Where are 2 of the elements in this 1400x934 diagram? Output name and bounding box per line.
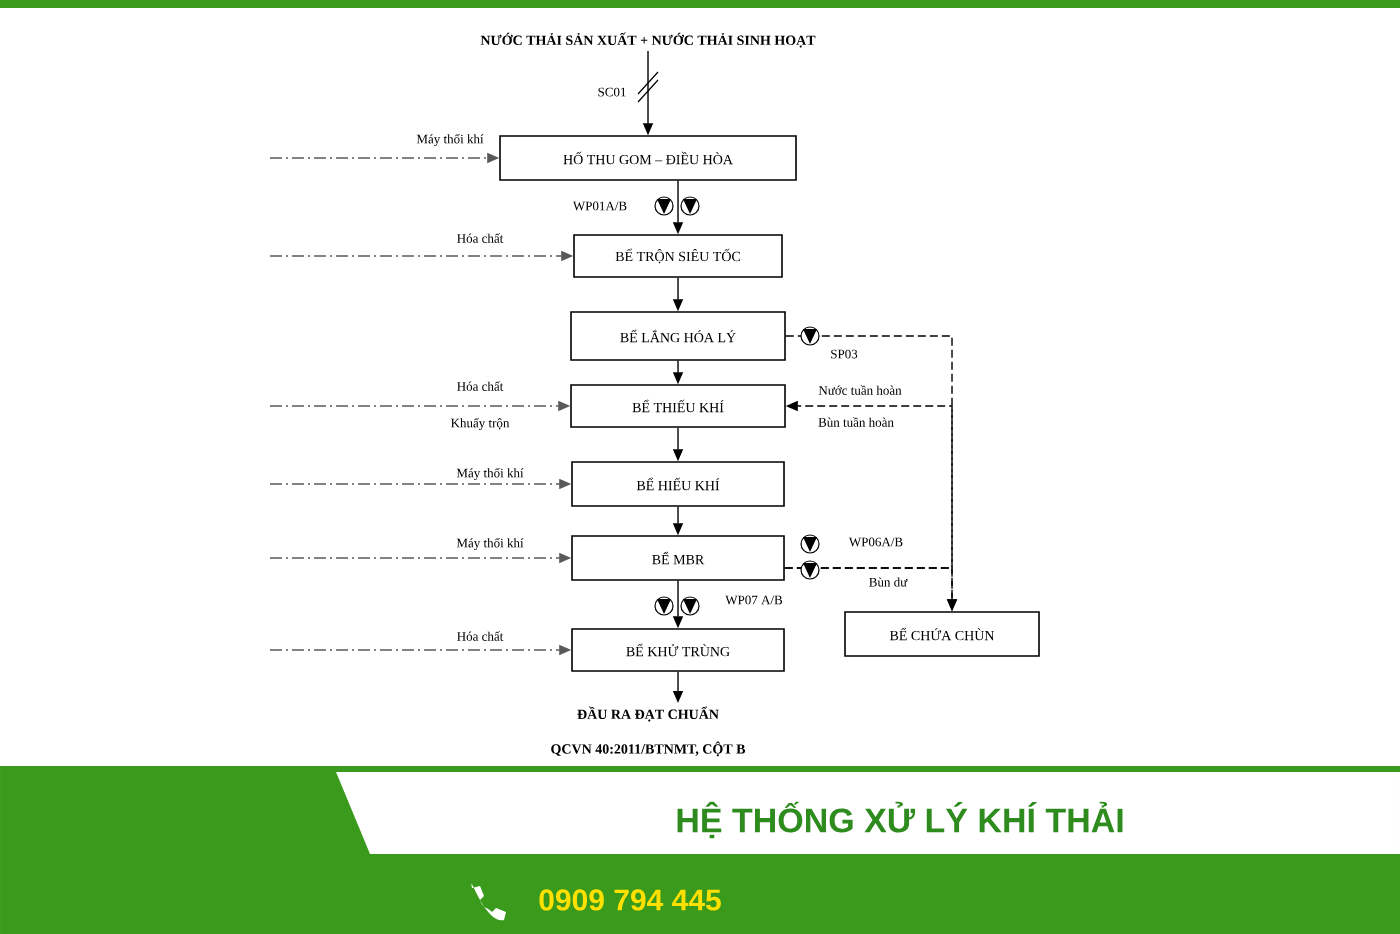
phone-number: 0909 794 445 <box>539 889 721 911</box>
banner-title: HỆ THỐNG XỬ LÝ KHÍ THẢI <box>677 801 1123 839</box>
